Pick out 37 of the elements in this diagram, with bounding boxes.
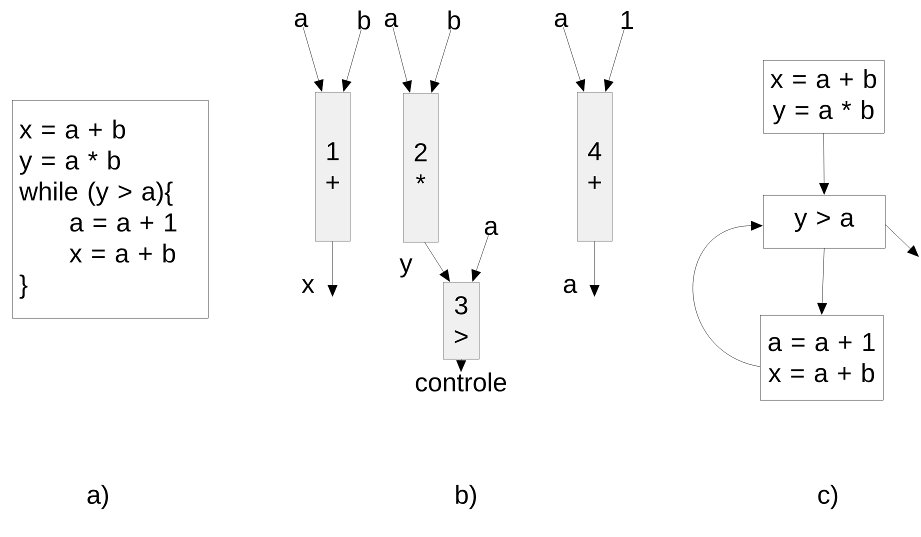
operand-label: b: [358, 10, 370, 30]
arrow: [342, 30, 362, 92]
edge-label: x: [300, 278, 316, 294]
arrow: [430, 30, 452, 93]
operation-box: 2 *: [403, 93, 438, 242]
operand-label: 1: [622, 11, 633, 29]
operand-label: a: [554, 12, 568, 28]
arrow: [817, 248, 828, 315]
flowchart-box: x = a + b y = a * b: [763, 60, 884, 134]
arrow: [472, 235, 489, 282]
panel-label: a): [88, 484, 108, 510]
edge-label: y: [398, 257, 414, 279]
flowchart-box: y > a: [763, 195, 886, 248]
arrow: [424, 242, 450, 282]
operation-box: 4 +: [577, 92, 612, 242]
arrow: [328, 241, 338, 297]
arrow: [692, 220, 763, 367]
operand-label: a: [294, 12, 308, 28]
operand-label: a: [384, 12, 398, 28]
arrow: [302, 27, 324, 92]
arrow: [885, 224, 919, 257]
arrow: [819, 133, 830, 195]
code-box: x = a + b y = a * b while (y > a){ a = a + 1 x = a + b }: [12, 100, 208, 318]
arrow: [563, 27, 586, 92]
arrow: [604, 28, 624, 92]
operation-box: 1 +: [315, 92, 350, 242]
edge-label: a: [562, 278, 578, 294]
operand-label: b: [448, 10, 460, 30]
panel-label: c): [818, 484, 838, 510]
panel-label: b): [456, 484, 476, 510]
operand-label: controle: [416, 372, 506, 392]
operation-box: 3 >: [443, 282, 480, 360]
operand-label: a: [484, 220, 498, 236]
arrow: [456, 359, 466, 372]
flowchart-box: a = a + 1 x = a + b: [760, 315, 884, 400]
arrow: [392, 27, 412, 93]
arrow: [590, 241, 600, 297]
